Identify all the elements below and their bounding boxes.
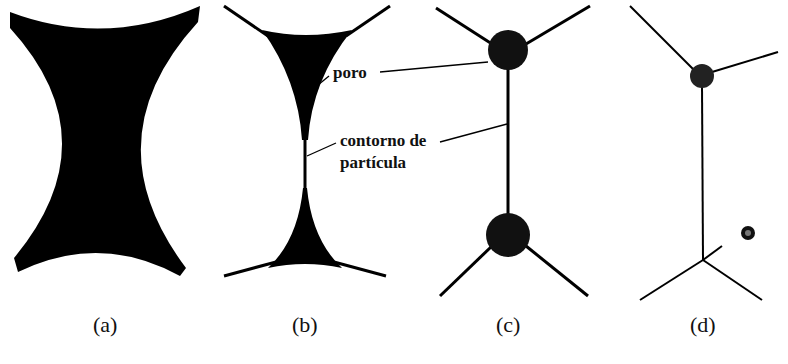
grain-boundaries <box>630 6 778 300</box>
isolated-pore <box>745 230 751 236</box>
panel-caption: (c) <box>496 312 520 338</box>
grain-boundaries <box>436 6 590 296</box>
pore <box>488 30 528 70</box>
isolated-pore <box>741 226 755 240</box>
pore <box>486 213 530 257</box>
panel-caption: (b) <box>292 312 318 338</box>
part-label: contorno de partícula <box>340 130 452 174</box>
panel-caption: (d) <box>690 312 716 338</box>
panel-caption: (a) <box>93 312 117 338</box>
pore-shape <box>262 30 352 140</box>
pore <box>690 64 714 88</box>
pore-shape <box>268 188 342 268</box>
pore-shape <box>10 6 200 276</box>
part-label: poro <box>333 62 367 84</box>
